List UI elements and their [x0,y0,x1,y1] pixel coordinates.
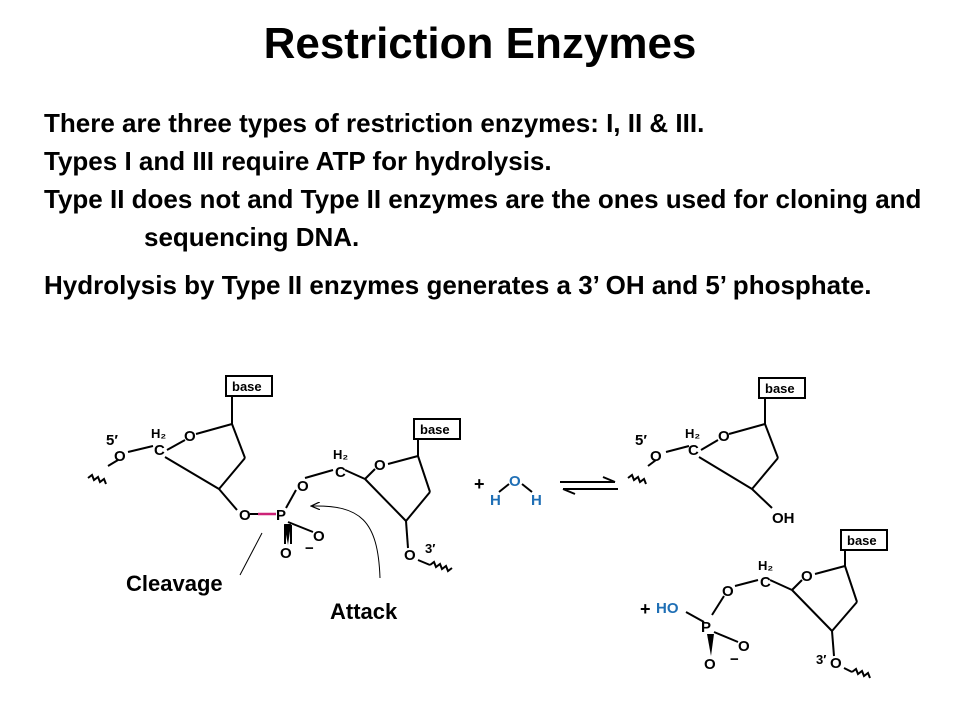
reactant-atoms: 5′ O H₂ C O base O P O O − O H₂ C O base… [106,379,450,564]
svg-text:−: − [305,540,314,557]
svg-text:5′: 5′ [106,432,118,449]
svg-text:+: + [640,599,651,619]
svg-text:O: O [738,638,750,655]
svg-text:H₂: H₂ [685,426,700,441]
svg-text:H₂: H₂ [758,558,773,573]
svg-text:P: P [276,507,286,524]
wedge-bond [284,524,291,545]
svg-text:O: O [114,448,126,465]
svg-text:O: O [830,655,842,672]
svg-text:O: O [404,547,416,564]
svg-text:C: C [688,442,699,459]
product-5prime-phosphate [685,529,888,679]
svg-text:5′: 5′ [635,432,647,449]
svg-text:base: base [232,379,262,394]
svg-text:O: O [704,656,716,673]
reactant-dinucleotide [87,375,461,573]
product-3prime-oh-atoms: 5′ O H₂ C O base OH [635,381,795,527]
paragraph-hydrolysis-products: Hydrolysis by Type II enzymes generates … [44,270,872,300]
svg-text:P: P [701,619,711,636]
base-box [225,375,273,397]
svg-text:O: O [718,428,730,445]
cleavage-pointer-line [239,532,263,576]
svg-text:HO: HO [656,600,679,617]
svg-text:−: − [730,651,739,668]
svg-text:C: C [335,464,346,481]
slide-title: Restriction Enzymes [263,19,697,68]
strand-break-wave-5prime [87,473,107,485]
svg-text:O: O [280,545,292,562]
svg-text:O: O [722,583,734,600]
svg-text:OH: OH [772,510,795,527]
base-box [413,418,461,440]
cleavage-label: Cleavage [126,571,223,596]
svg-text:H₂: H₂ [151,426,166,441]
attack-label: Attack [330,599,398,624]
product-5prime-phosphate-atoms: + HO P O O − O H₂ C O base O 3′ [640,533,877,673]
svg-text:H: H [490,492,501,509]
attack-arrow [312,506,381,579]
svg-text:base: base [765,381,795,396]
svg-text:base: base [420,422,450,437]
paragraph-atp-requirement: Types I and III require ATP for hydrolys… [44,146,552,176]
svg-text:C: C [154,442,165,459]
svg-text:O: O [297,478,309,495]
svg-text:O: O [313,528,325,545]
strand-break-wave-3prime [429,560,453,573]
water-molecule: + H O H [474,473,542,509]
svg-text:O: O [374,457,386,474]
wedge-bond [707,634,714,656]
svg-text:C: C [760,574,771,591]
svg-text:3′: 3′ [425,541,435,556]
svg-text:H₂: H₂ [333,447,348,462]
svg-text:H: H [531,492,542,509]
svg-text:O: O [650,448,662,465]
svg-text:base: base [847,533,877,548]
svg-text:O: O [801,568,813,585]
svg-text:O: O [184,428,196,445]
paragraph-type-ii-usage: Type II does not and Type II enzymes are… [44,184,922,252]
svg-text:+: + [474,474,485,494]
paragraph-enzyme-types: There are three types of restriction enz… [44,108,705,138]
svg-text:O: O [239,507,251,524]
product-3prime-oh [627,377,806,509]
equilibrium-arrows-icon [560,476,618,495]
svg-text:O: O [509,473,521,490]
svg-text:3′: 3′ [816,652,826,667]
